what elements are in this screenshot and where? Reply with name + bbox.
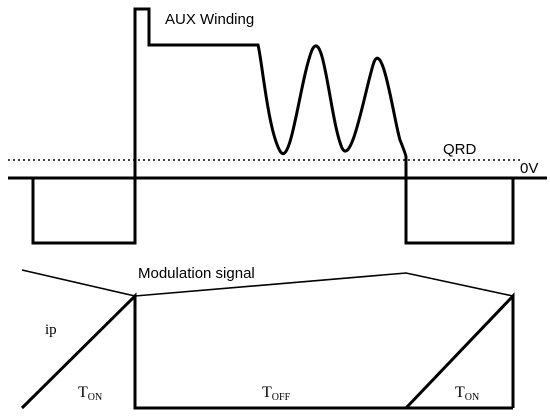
t-off-label: TOFF	[262, 384, 291, 403]
t-on-right-sub: ON	[465, 392, 479, 403]
modulation-signal-label: Modulation signal	[138, 265, 255, 282]
t-on-left-label: TON	[78, 384, 102, 403]
t-on-left-base: T	[78, 384, 88, 401]
t-on-right-label: TON	[455, 384, 479, 403]
t-off-base: T	[262, 384, 272, 401]
t-on-left-sub: ON	[88, 392, 102, 403]
zero-volt-label: 0V	[520, 160, 538, 177]
aux-winding-waveform	[31, 7, 515, 245]
aux-winding-label: AUX Winding	[165, 11, 254, 28]
t-on-right-base: T	[455, 384, 465, 401]
qrd-label: QRD	[443, 141, 477, 158]
primary-current-section: Modulation signal ip TON TOFF TON	[20, 265, 515, 410]
modulation-signal-line	[21, 269, 514, 297]
ip-label: ip	[45, 322, 57, 338]
t-off-sub: OFF	[272, 392, 291, 403]
aux-winding-section: AUX Winding QRD 0V	[8, 7, 547, 245]
